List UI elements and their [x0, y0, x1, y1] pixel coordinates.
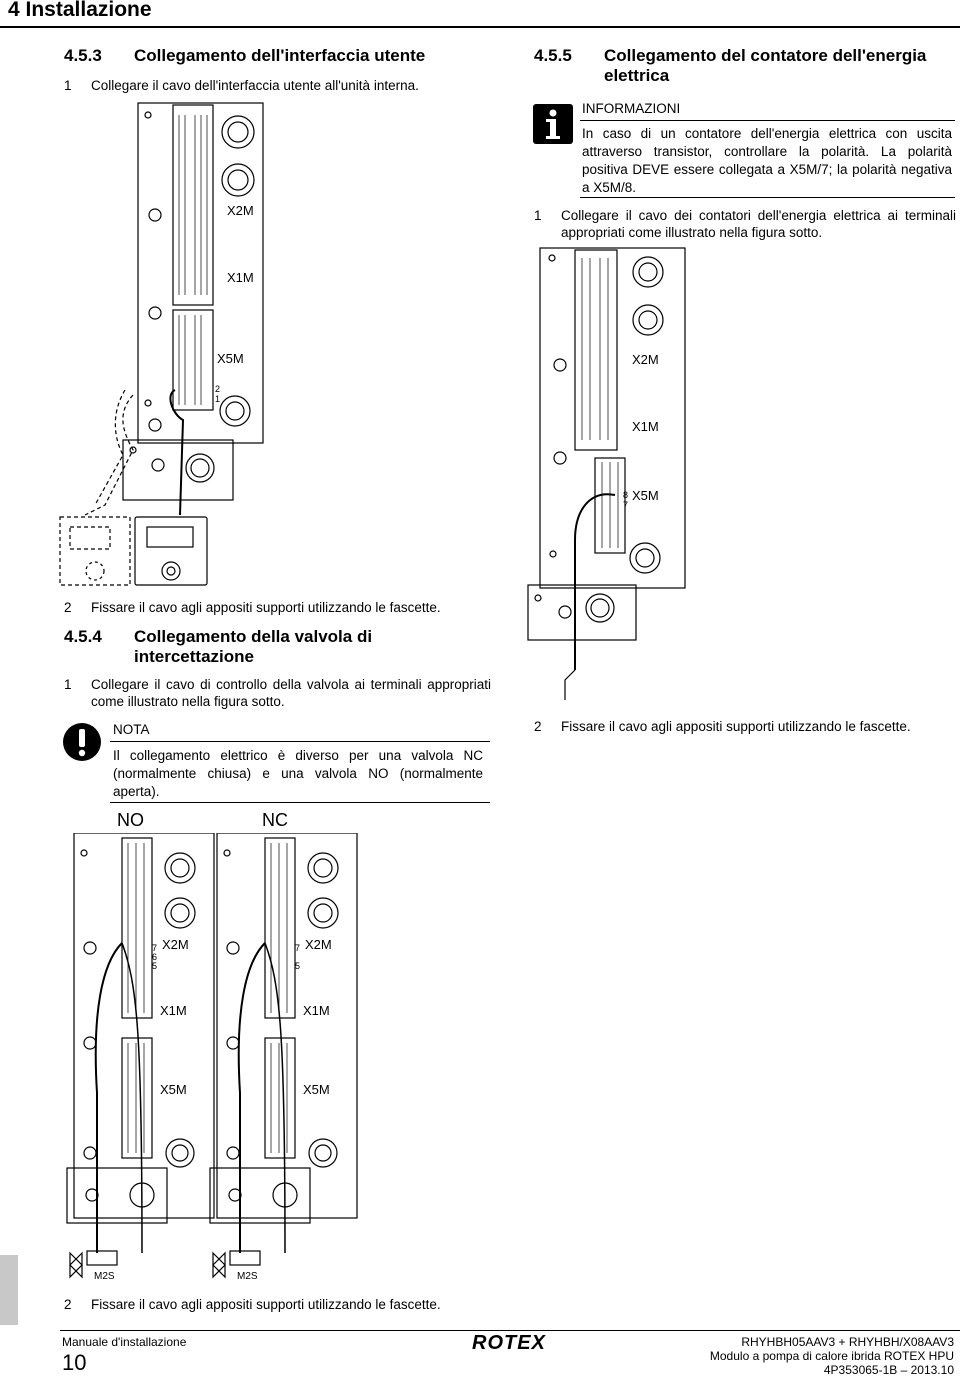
section-454-title-line1: Collegamento della valvola di: [134, 627, 373, 646]
valve-m2s-label: M2S: [94, 1271, 115, 1282]
section-455-step-1: 1 Collegare il cavo dei contatori dell'e…: [534, 207, 956, 241]
step-number: 2: [534, 719, 542, 734]
x2m-label: X2M: [227, 203, 254, 218]
step-text: Collegare il cavo dell'interfaccia utent…: [91, 78, 419, 93]
section-455-number: 4.5.5: [534, 46, 572, 65]
info-title: INFORMAZIONI: [582, 101, 681, 116]
pin-6-label: 6: [152, 952, 157, 962]
x2m-label: X2M: [305, 937, 332, 952]
label-no: NO: [117, 810, 144, 830]
pin-8-label: 8: [623, 490, 628, 500]
section-455-title-line1: Collegamento del contatore dell'energia: [604, 46, 927, 65]
pin-2-label: 2: [215, 384, 220, 394]
section-454-title-line2: intercettazione: [134, 647, 254, 666]
step-number: 2: [64, 1297, 72, 1312]
x2m-label: X2M: [632, 352, 659, 367]
valve-no-wiring-diagram: 7 6 5 X2M X1M X5M M2S: [66, 833, 215, 1282]
step-number: 1: [64, 78, 72, 93]
section-455-heading: 4.5.5 Collegamento del contatore dell'ene…: [534, 46, 954, 86]
label-nc: NC: [262, 810, 288, 830]
page-number: 10: [62, 1350, 87, 1375]
note-title: NOTA: [113, 722, 150, 737]
section-454-step-2: 2 Fissare il cavo agli appositi supporti…: [64, 1296, 494, 1313]
info-icon: [533, 104, 573, 144]
pin-7-label: 7: [623, 500, 628, 510]
step-text: Fissare il cavo agli appositi supporti u…: [91, 600, 441, 615]
valve-nc-wiring-diagram: 7 5 X2M X1M X5M M2S: [209, 833, 358, 1282]
step-text: Fissare il cavo agli appositi supporti u…: [91, 1297, 441, 1312]
step-text: Fissare il cavo agli appositi supporti u…: [561, 719, 911, 734]
footer-product: Modulo a pompa di calore ibrida ROTEX HP…: [709, 1349, 954, 1363]
section-453-step-1: 1 Collegare il cavo dell'interfaccia ute…: [64, 77, 494, 94]
energy-meter-wiring-diagram: 8 7 X2M X1M X5M: [527, 247, 686, 700]
x2m-label: X2M: [162, 937, 189, 952]
chapter-rule: [0, 26, 960, 28]
page-side-tab: [0, 1255, 18, 1325]
section-453-step-2: 2 Fissare il cavo agli appositi supporti…: [64, 599, 494, 616]
x1m-label: X1M: [227, 270, 254, 285]
step-number: 1: [534, 208, 542, 223]
pin-5-label: 5: [295, 961, 300, 971]
section-453-title: Collegamento dell'interfaccia utente: [134, 46, 426, 65]
x5m-label: X5M: [217, 351, 244, 366]
x1m-label: X1M: [160, 1003, 187, 1018]
step-text: Collegare il cavo di controllo della val…: [91, 677, 491, 709]
section-453-heading: 4.5.3 Collegamento dell'interfaccia utent…: [64, 46, 464, 66]
section-455-step-2: 2 Fissare il cavo agli appositi supporti…: [534, 718, 956, 735]
step-text: Collegare il cavo dei contatori dell'ene…: [561, 208, 956, 240]
warning-icon: [63, 723, 101, 761]
pin-7-label: 7: [152, 943, 157, 953]
info-body: In caso di un contatore dell'energia ele…: [582, 126, 952, 195]
x5m-label: X5M: [303, 1082, 330, 1097]
note-rule: [110, 741, 490, 742]
x1m-label: X1M: [303, 1003, 330, 1018]
footer-model: RHYHBH05AAV3 + RHYHBH/X08AAV3: [741, 1335, 954, 1349]
chapter-title: 4 Installazione: [8, 0, 152, 21]
step-number: 2: [64, 600, 72, 615]
user-interface-wiring-diagram: X2M X1M X5M 2 1: [59, 102, 264, 586]
footer-rule: [60, 1330, 960, 1331]
info-rule: [580, 120, 955, 121]
section-454-heading: 4.5.4 Collegamento della valvola di inter…: [64, 627, 494, 667]
valve-m2s-label: M2S: [237, 1271, 258, 1282]
footer-manual: Manuale d'installazione: [62, 1335, 187, 1349]
x5m-label: X5M: [160, 1082, 187, 1097]
section-454-step-1: 1 Collegare il cavo di controllo della v…: [64, 676, 491, 710]
note-body: Il collegamento elettrico è diverso per …: [113, 748, 483, 799]
step-number: 1: [64, 677, 72, 692]
pin-5-label: 5: [152, 961, 157, 971]
x5m-label: X5M: [632, 488, 659, 503]
pin-1-label: 1: [215, 394, 220, 404]
pin-7-label: 7: [295, 943, 300, 953]
x1m-label: X1M: [632, 419, 659, 434]
section-454-number: 4.5.4: [64, 627, 102, 646]
section-453-number: 4.5.3: [64, 46, 102, 65]
section-455-title-line2: elettrica: [604, 66, 670, 85]
footer-docnum: 4P353065-1B – 2013.10: [823, 1363, 954, 1377]
note-rule-bottom: [110, 802, 490, 803]
info-rule-bottom: [580, 197, 955, 198]
rotex-logo: ROTEX: [472, 1332, 546, 1354]
